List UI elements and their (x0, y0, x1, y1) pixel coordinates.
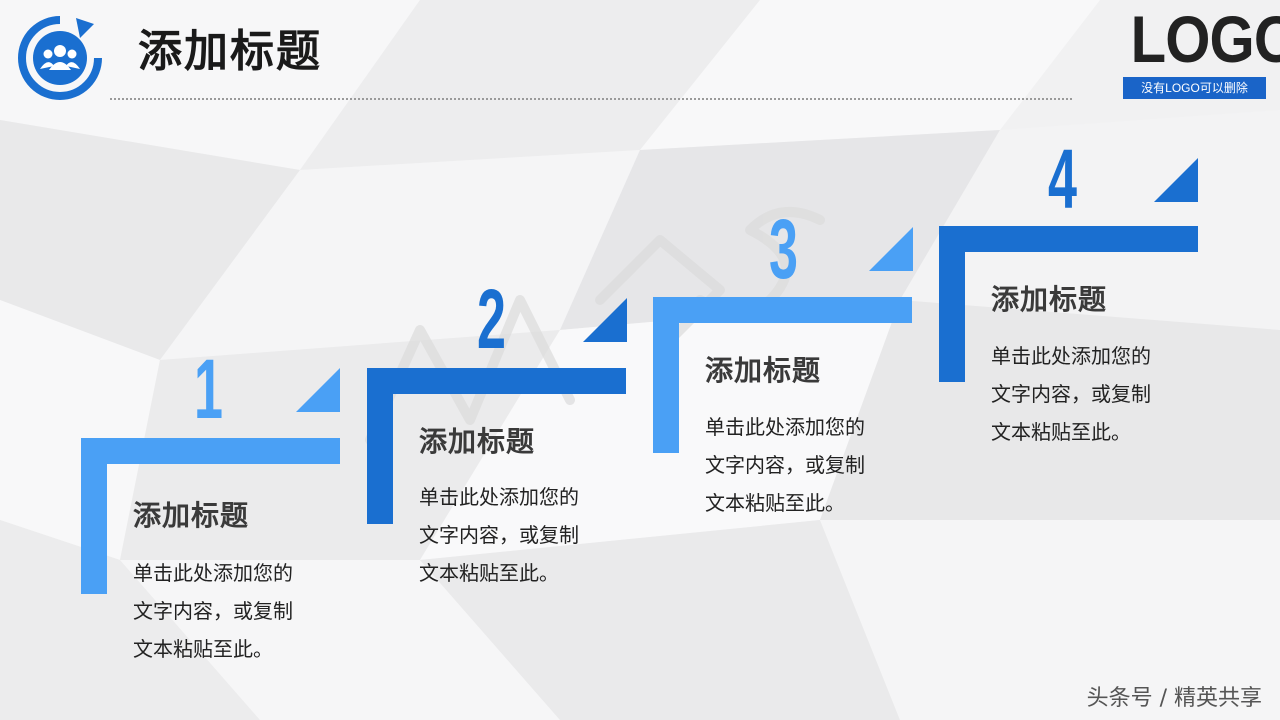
step-title-2: 添加标题 (419, 425, 536, 458)
step-number-4: 4 (1048, 132, 1077, 226)
watermark-text: 头条号 / 精英共享 (1086, 686, 1262, 711)
step-bar-horizontal-3 (653, 297, 912, 323)
step-body-3: 单击此处添加您的 文字内容，或复制 文本粘贴至此。 (705, 408, 905, 522)
step-number-2: 2 (477, 272, 506, 366)
step-body-line: 文字内容，或复制 (133, 599, 293, 623)
logo: LOGO (1130, 2, 1280, 76)
step-bar-vertical-4 (939, 226, 965, 382)
step-body-4: 单击此处添加您的 文字内容，或复制 文本粘贴至此。 (991, 337, 1191, 451)
step-title-4: 添加标题 (991, 283, 1108, 316)
step-body-line: 单击此处添加您的 (991, 344, 1151, 368)
step-body-line: 文字内容，或复制 (705, 453, 865, 477)
step-title-1: 添加标题 (133, 499, 250, 532)
page-title: 添加标题 (138, 26, 322, 77)
corner-triangle-3 (869, 227, 913, 271)
step-bar-horizontal-1 (81, 438, 340, 464)
step-bar-vertical-2 (367, 368, 393, 524)
step-body-line: 文本粘贴至此。 (991, 420, 1131, 444)
step-bar-vertical-3 (653, 297, 679, 453)
step-body-line: 文本粘贴至此。 (133, 637, 273, 661)
step-body-1: 单击此处添加您的 文字内容，或复制 文本粘贴至此。 (133, 554, 333, 668)
step-bar-horizontal-4 (939, 226, 1198, 252)
step-number-3: 3 (769, 202, 798, 296)
step-bar-vertical-1 (81, 438, 107, 594)
step-body-2: 单击此处添加您的 文字内容，或复制 文本粘贴至此。 (419, 478, 619, 592)
corner-triangle-1 (296, 368, 340, 412)
step-title-3: 添加标题 (705, 354, 822, 387)
logo-note: 没有LOGO可以删除 (1123, 77, 1266, 99)
step-bar-horizontal-2 (367, 368, 626, 394)
users-refresh-icon (18, 16, 102, 100)
corner-triangle-4 (1154, 158, 1198, 202)
step-body-line: 文本粘贴至此。 (419, 561, 559, 585)
step-body-line: 单击此处添加您的 (133, 561, 293, 585)
step-body-line: 单击此处添加您的 (419, 485, 579, 509)
corner-triangle-2 (583, 298, 627, 342)
step-number-1: 1 (194, 342, 223, 436)
step-body-line: 单击此处添加您的 (705, 415, 865, 439)
header-divider (110, 98, 1072, 100)
step-body-line: 文字内容，或复制 (419, 523, 579, 547)
step-body-line: 文本粘贴至此。 (705, 491, 845, 515)
step-body-line: 文字内容，或复制 (991, 382, 1151, 406)
